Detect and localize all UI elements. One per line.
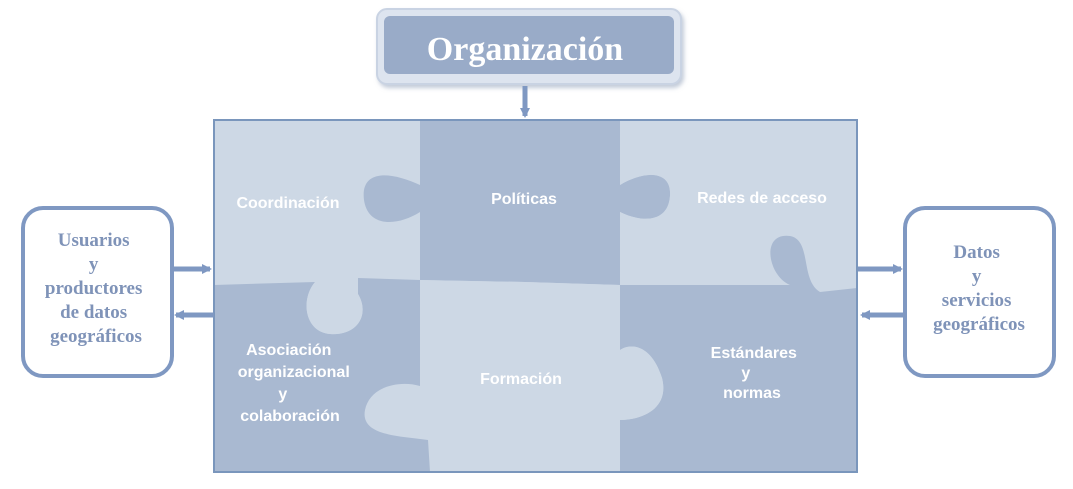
left-box-label: Usuarios y productores de datos geográfi… bbox=[45, 230, 147, 347]
label-asociacion: Asociación organizacional y colaboración bbox=[238, 342, 354, 425]
left-box-line: geográficos bbox=[50, 326, 142, 347]
puzzle-frame: Coordinación Políticas Redes de acceso A… bbox=[213, 119, 858, 473]
label-politicas: Políticas bbox=[491, 191, 557, 208]
right-box-line: geográficos bbox=[933, 314, 1025, 335]
label-formacion: Formación bbox=[480, 371, 562, 388]
left-box-frame bbox=[21, 206, 174, 378]
label-asociacion-line: y bbox=[278, 386, 287, 403]
organization-box-inner bbox=[384, 16, 674, 74]
label-asociacion-line: colaboración bbox=[240, 408, 340, 425]
piece-coordinacion-notch bbox=[306, 280, 363, 335]
label-politicas-line: Políticas bbox=[491, 191, 557, 208]
label-redes: Redes de acceso bbox=[697, 190, 827, 207]
piece-estandares bbox=[620, 235, 857, 472]
label-asociacion-line: Asociación bbox=[246, 342, 331, 359]
label-estandares: Estándares y normas bbox=[711, 345, 802, 402]
organization-header: Organización bbox=[376, 8, 682, 85]
right-box-frame bbox=[903, 206, 1056, 378]
right-box-line: y bbox=[972, 266, 982, 287]
label-estandares-line: Estándares bbox=[711, 345, 797, 362]
organization-title: Organización bbox=[427, 31, 624, 68]
piece-coordinacion bbox=[214, 120, 420, 285]
left-box-line: y bbox=[89, 254, 99, 275]
left-box-line: productores bbox=[45, 278, 142, 299]
left-box-line: de datos bbox=[60, 302, 127, 323]
label-estandares-line: y bbox=[741, 365, 750, 382]
right-box-line: Datos bbox=[953, 242, 999, 263]
left-box: Usuarios y productores de datos geográfi… bbox=[21, 206, 174, 378]
piece-redes bbox=[620, 120, 857, 292]
puzzle-border bbox=[213, 119, 858, 473]
label-coordinacion: Coordinación bbox=[236, 195, 339, 212]
label-estandares-line: normas bbox=[723, 385, 781, 402]
label-asociacion-line: organizacional bbox=[238, 364, 350, 381]
right-box-label: Datos y servicios geográficos bbox=[933, 242, 1025, 335]
piece-asociacion bbox=[214, 278, 430, 472]
left-box-line: Usuarios bbox=[58, 230, 130, 251]
right-box: Datos y servicios geográficos bbox=[903, 206, 1056, 378]
label-redes-line: Redes de acceso bbox=[697, 190, 827, 207]
label-coordinacion-line: Coordinación bbox=[236, 195, 339, 212]
piece-formacion bbox=[364, 280, 664, 472]
label-formacion-line: Formación bbox=[480, 371, 562, 388]
right-box-line: servicios bbox=[942, 290, 1012, 311]
piece-politicas bbox=[363, 120, 671, 333]
